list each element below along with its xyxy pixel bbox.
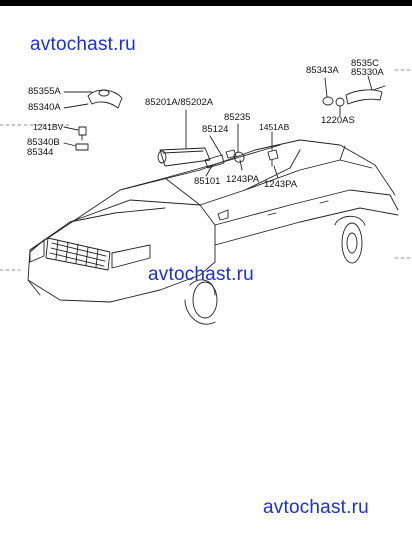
- label-85201A-85202A: 85201A/85202A: [145, 97, 214, 108]
- label-85355A: 85355A: [28, 86, 61, 97]
- label-8535C: 8535C: [351, 58, 379, 69]
- label-1220AS: 1220AS: [321, 115, 355, 126]
- label-85340A: 85340A: [28, 102, 61, 113]
- label-85340B: 85340B: [27, 137, 60, 148]
- label-85343A: 85343A: [306, 65, 339, 76]
- label-85344: 85344: [27, 147, 54, 158]
- label-85235: 85235: [224, 112, 251, 123]
- label-85330A: 85330A: [351, 67, 384, 78]
- watermark-middle: avtochast.ru: [148, 264, 254, 285]
- label-1243PA-left: 1243PA: [226, 174, 260, 185]
- watermark-top: avtochast.ru: [30, 34, 136, 55]
- top-border: [0, 0, 412, 6]
- label-1241BV: 1241BV: [33, 122, 64, 132]
- label-85124: 85124: [202, 124, 229, 135]
- watermark-bottom: avtochast.ru: [263, 497, 369, 518]
- label-85101: 85101: [194, 176, 221, 187]
- label-1243PA-right: 1243PA: [264, 179, 298, 190]
- label-1451AB: 1451AB: [259, 122, 290, 132]
